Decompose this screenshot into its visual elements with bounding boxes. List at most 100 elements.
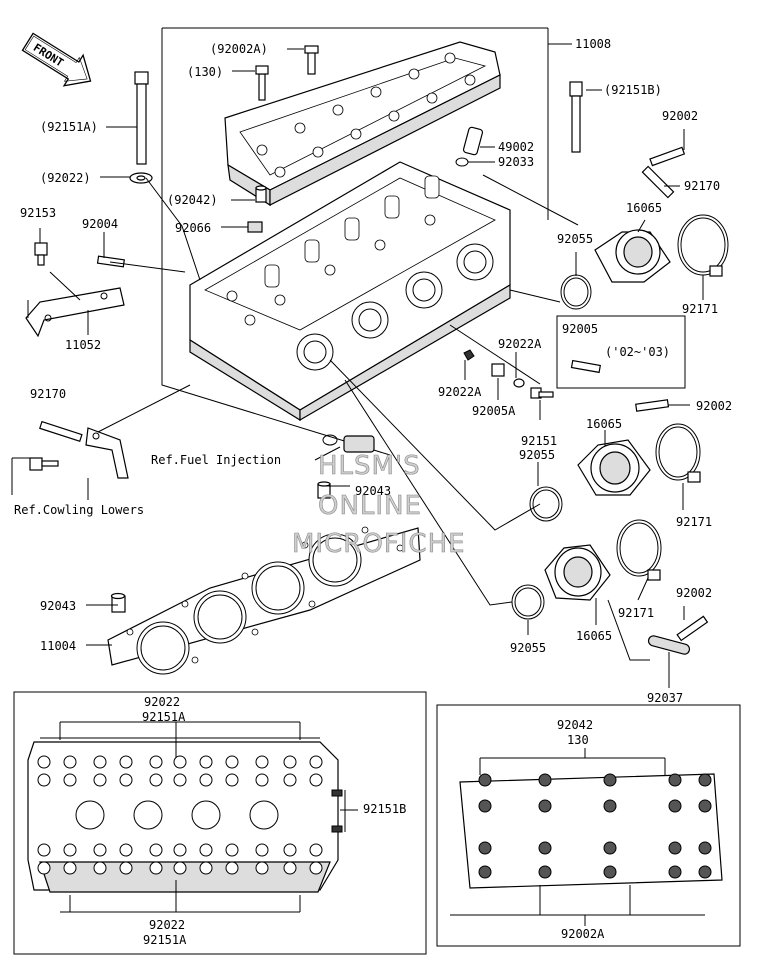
box2-label-130: 130 [567,733,589,747]
bolt-head [309,755,323,769]
label-92055-b: 92055 [519,448,555,462]
bolt-head [255,755,269,769]
bolt-head [603,799,617,813]
leader-lines [11,43,704,688]
bolt-head [63,861,77,875]
label-92002-b: 92002 [696,399,732,413]
label-ref-cowling-lowers: Ref.Cowling Lowers [14,503,144,517]
bolt-head [283,773,297,787]
label-92151: 92151 [521,434,557,448]
front-arrow-icon: FRONT [21,32,92,87]
bolt-head [63,755,77,769]
bolt-head [698,841,712,855]
bolt-head [37,843,51,857]
label-92043-b: 92043 [40,599,76,613]
head-gasket-11004 [107,526,421,675]
sensor-fuel-injection [322,434,375,453]
bolt-cowling [29,457,59,471]
label-92005: 92005 [562,322,598,336]
label-92055-a: 92055 [557,232,593,246]
bolt-head [149,755,163,769]
bolt-head [538,799,552,813]
detail-box-cover-bolts: 92042 130 92002A [436,704,741,947]
bolt-head [149,773,163,787]
label-92170-b: 92170 [30,387,66,401]
bolt-130-top [255,65,269,101]
note-box-92005 [556,315,686,389]
circlip-92033 [455,157,469,167]
bolt-head [173,861,187,875]
label-92042-side: (92042) [167,193,218,207]
bolt-head [173,773,187,787]
box1-label-92151A-top: 92151A [142,710,186,724]
label-92171-b: 92171 [676,515,712,529]
bolt-92002-b [635,399,670,412]
bolt-92002-a [649,146,686,167]
bolt-head [93,773,107,787]
bolt-92151-small [530,387,554,399]
bolt-head [119,773,133,787]
label-92002A-top: (92002A) [210,42,268,56]
box2-label-92002A: 92002A [561,927,605,941]
cylinder-head [189,161,511,422]
bolt-head [668,841,682,855]
bolt-head [63,843,77,857]
bolt-head [199,843,213,857]
label-92002-a: 92002 [662,109,698,123]
bolt-head [199,773,213,787]
label-92171-a: 92171 [682,302,718,316]
plug-92170-b [39,420,83,443]
bolt-head [199,755,213,769]
bolt-head [255,843,269,857]
label-92022A-b: 92022A [438,385,482,399]
bolt-head [173,843,187,857]
valve-49002 [462,126,484,156]
bolt-head [225,773,239,787]
label-92066: 92066 [175,221,211,235]
bolt-92151B [569,81,583,153]
bolt-head [93,843,107,857]
label-92151B-side: (92151B) [604,83,662,97]
bolt-head [225,843,239,857]
main-frame [161,27,549,456]
bolt-head [538,773,552,787]
dowel-92043-b [110,592,126,613]
bolt-92002-c [676,615,709,642]
bolt-head [478,799,492,813]
watermark-line2: ONLINE [318,491,422,521]
label-92037: 92037 [647,691,683,705]
bolt-head [478,841,492,855]
pipe-92037 [647,635,691,655]
bolt-92002A-top [304,45,319,75]
oring-92055-c [511,584,545,620]
oring-92055-a [560,274,592,310]
bolt-head [283,843,297,857]
label-92171-c: 92171 [618,606,654,620]
stud-92153 [34,242,48,266]
clamp-92171-b [655,423,701,483]
plug-92170-a [641,165,675,199]
bolt-head [668,865,682,879]
watermark: HLSM'S ONLINE MICROFICHE [292,451,465,560]
watermark-line1: HLSM'S [318,451,421,481]
cowling-bracket [85,427,129,479]
bolt-head [603,773,617,787]
label-92153: 92153 [20,206,56,220]
intake-holder-16065-a [594,229,671,283]
box1-label-92151B: 92151B [363,802,406,816]
label-92033: 92033 [498,155,534,169]
box1-label-92151A-bottom: 92151A [143,933,187,947]
label-92022A-a: 92022A [498,337,542,351]
bracket-11052 [25,287,125,338]
bolt-head [255,773,269,787]
bolt-head [37,861,51,875]
detail-box-head-top-view: 92022 92151A 92151B 92022 92151A [13,691,427,955]
label-92005A: 92005A [472,404,516,418]
bolt-head [225,755,239,769]
bolt-head [478,773,492,787]
bolt-head [309,843,323,857]
bolt-head [698,865,712,879]
part-labels: 11008 (92002A) (130) (92151A) (92022) (9… [14,37,732,705]
washer-92022 [129,172,153,184]
